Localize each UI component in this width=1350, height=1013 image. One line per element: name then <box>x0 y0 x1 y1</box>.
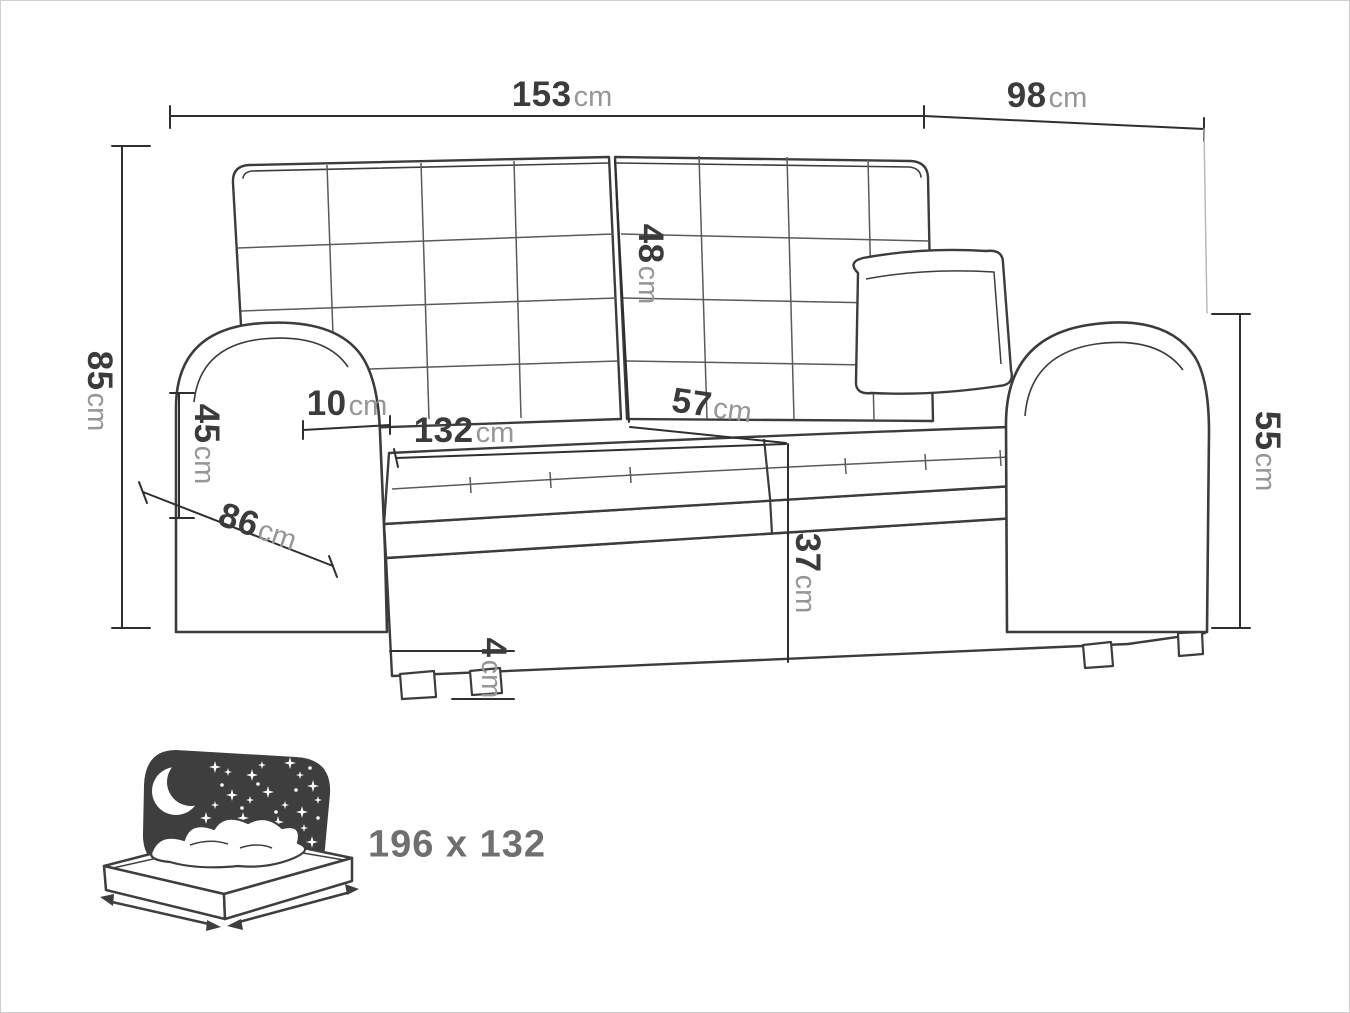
dim-value: 4 <box>474 637 513 658</box>
dim-value: 57 <box>669 380 715 425</box>
duvet <box>150 817 307 869</box>
dim-unit: cm <box>475 417 515 449</box>
dim-value: 48 <box>631 223 670 264</box>
mattress <box>102 817 354 921</box>
dim-unit: cm <box>573 81 613 113</box>
sofa-legs <box>398 630 1205 701</box>
dim-unit: cm <box>711 392 754 430</box>
left-armrest <box>174 321 389 634</box>
dim-value: 85 <box>80 350 119 391</box>
size-arrows <box>100 884 359 931</box>
dim-value: 132 <box>413 411 474 450</box>
dim-unit: cm <box>632 265 664 305</box>
seat-tufting <box>391 449 1011 494</box>
dim-value: 55 <box>1248 410 1287 451</box>
pillow <box>852 248 1013 395</box>
dim-unit: cm <box>1249 452 1281 492</box>
dim-unit: cm <box>348 390 388 422</box>
dim-unit: cm <box>81 392 113 432</box>
dim-unit: cm <box>188 445 220 485</box>
dim-value: 153 <box>511 75 572 114</box>
sleeping-area-size: 196 x 132 <box>367 823 547 866</box>
dimension-lines <box>111 105 1251 700</box>
seat-split-line <box>762 438 774 535</box>
dim-value: 10 <box>306 384 347 423</box>
dim-value: 98 <box>1006 76 1047 115</box>
dim-value: 45 <box>187 403 226 444</box>
bed-night-icon <box>100 750 359 931</box>
dim-unit: cm <box>475 659 507 699</box>
dim-unit: cm <box>789 574 821 614</box>
dim-value: 37 <box>788 532 827 573</box>
right-armrest <box>1004 321 1211 634</box>
dim-unit: cm <box>1048 82 1088 114</box>
